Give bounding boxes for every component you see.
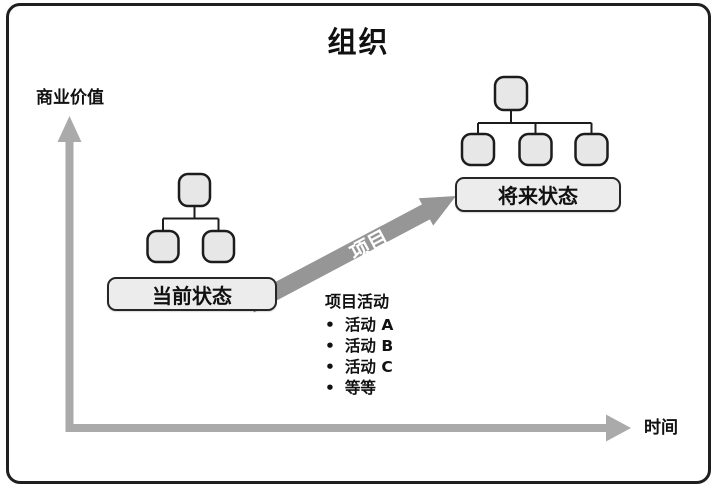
org-chart-current bbox=[146, 172, 236, 264]
x-axis-label: 时间 bbox=[644, 418, 678, 438]
project-activities-list: 活动 A 活动 B 活动 C 等等 bbox=[325, 315, 393, 399]
activity-item: 等等 bbox=[325, 378, 393, 399]
activity-item: 活动 B bbox=[325, 336, 393, 357]
org-node-root bbox=[493, 75, 529, 112]
org-node-child bbox=[460, 132, 496, 167]
y-axis-arrow bbox=[57, 116, 82, 432]
y-axis-arrowhead-icon bbox=[57, 116, 82, 142]
future-state-label: 将来状态 bbox=[498, 184, 578, 208]
project-activities-heading: 项目活动 bbox=[325, 292, 390, 311]
current-state-label: 当前状态 bbox=[152, 283, 232, 308]
activity-item: 活动 A bbox=[325, 315, 393, 336]
project-activities: 项目活动 活动 A 活动 B 活动 C 等等 bbox=[325, 288, 393, 399]
page-title: 组织 bbox=[327, 25, 390, 59]
x-axis-arrowhead-icon bbox=[606, 414, 631, 442]
org-node-child bbox=[518, 132, 553, 167]
future-state-box: 将来状态 bbox=[455, 177, 621, 212]
y-axis-line bbox=[65, 139, 74, 432]
org-node-child bbox=[574, 132, 609, 167]
current-state-box: 当前状态 bbox=[107, 277, 277, 311]
org-node-child bbox=[146, 229, 180, 264]
x-axis-line bbox=[65, 424, 610, 432]
org-chart-future bbox=[460, 75, 609, 167]
project-arrow bbox=[246, 196, 456, 313]
org-node-child bbox=[201, 229, 236, 264]
y-axis-label: 商业价值 bbox=[36, 88, 104, 108]
org-chart-future-connectors bbox=[477, 110, 593, 134]
org-node-root bbox=[177, 172, 212, 208]
org-chart-current-connectors bbox=[162, 206, 220, 231]
x-axis-arrow bbox=[65, 414, 631, 442]
activity-item: 活动 C bbox=[325, 357, 393, 378]
